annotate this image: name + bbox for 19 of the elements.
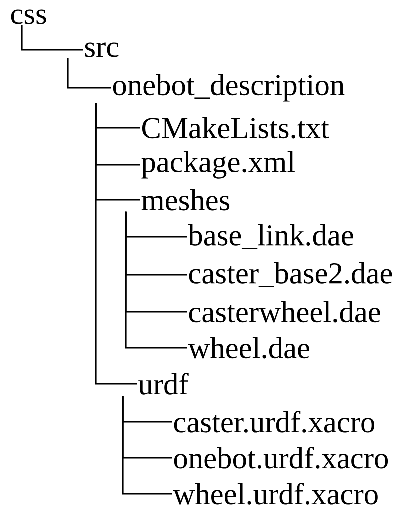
file-name: onebot.urdf.xacro xyxy=(174,447,388,469)
file-name: base_link.dae xyxy=(188,224,354,250)
folder-name: onebot_description xyxy=(113,74,345,102)
file-name: wheel.dae xyxy=(188,337,310,359)
file-name: package.xml xyxy=(142,151,295,179)
file-name: CMakeLists.txt xyxy=(142,117,330,139)
file-name: casterwheel.dae xyxy=(189,301,380,323)
file-name: wheel.urdf.xacro xyxy=(173,483,378,505)
folder-name: meshes xyxy=(142,189,230,211)
tree-connector xyxy=(125,212,187,349)
tree-connector xyxy=(95,102,137,385)
folder-name: css xyxy=(11,10,46,24)
tree-connector xyxy=(21,26,83,51)
tree-connector xyxy=(122,396,172,495)
folder-name: urdf xyxy=(138,373,189,395)
tree-connector xyxy=(67,58,111,89)
file-name: caster_base2.dae xyxy=(189,262,392,288)
folder-name: src xyxy=(85,42,119,58)
file-name: caster.urdf.xacro xyxy=(174,411,375,433)
